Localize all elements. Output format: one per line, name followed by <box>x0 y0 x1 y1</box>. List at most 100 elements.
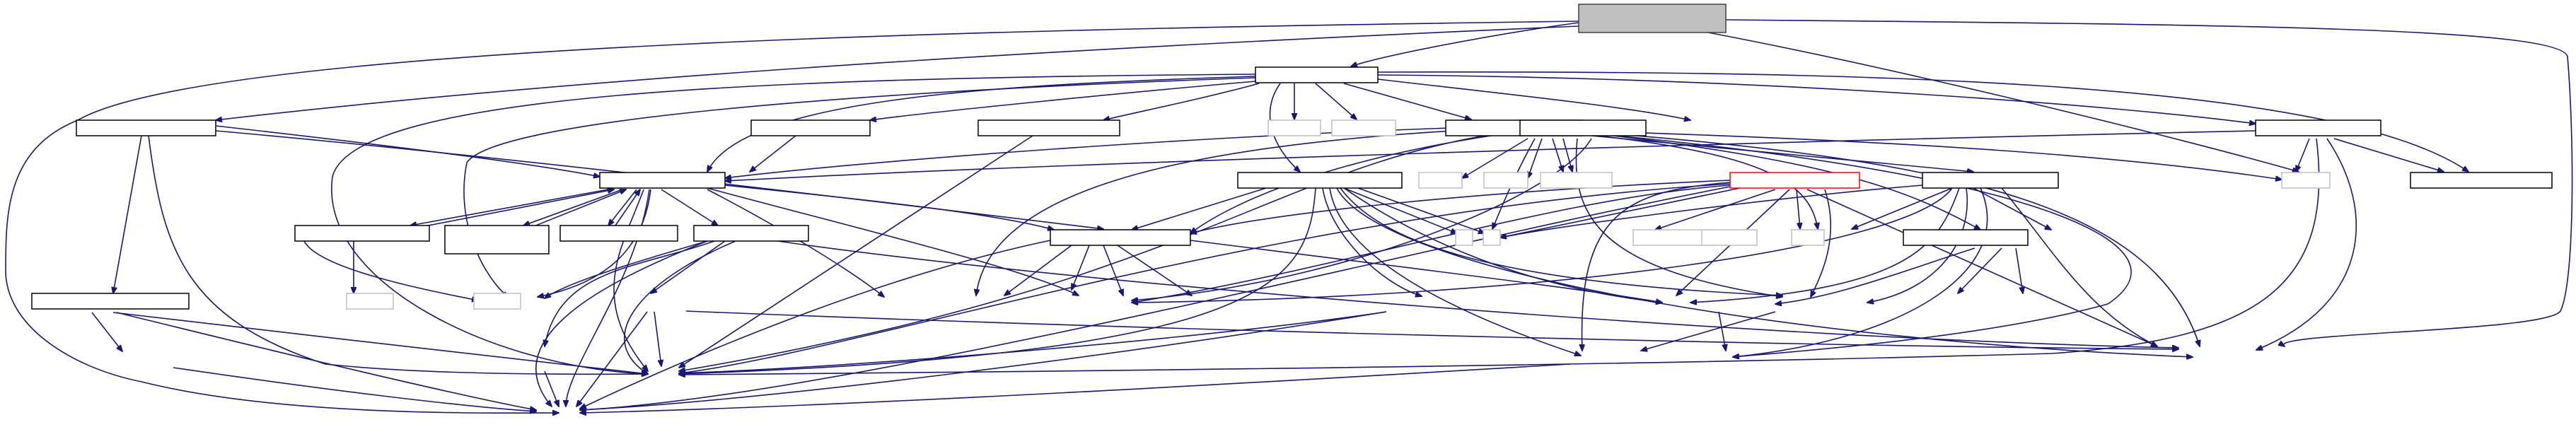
edge-hd-kernel <box>580 311 1387 410</box>
edge-ts-ostream <box>1132 138 1592 300</box>
edge-ts-iomanip <box>1462 138 1528 178</box>
node-typeinfo[interactable] <box>473 293 521 310</box>
edge-iopaque-string <box>112 312 648 374</box>
node-commonparsers[interactable] <box>1237 172 1403 189</box>
edge-ts-serializestl <box>1591 135 1973 172</box>
edge-ievtsel-string <box>148 135 648 374</box>
node-set[interactable] <box>1455 229 1473 246</box>
edge-property-typeinfo <box>463 77 1256 297</box>
edge-cp-histodef <box>1322 187 1422 296</box>
edge-property-inputdata <box>1103 83 1260 120</box>
edge-root-kernel <box>77 21 1579 121</box>
node-iostream[interactable] <box>2281 172 2331 189</box>
edge-cp-map <box>1329 187 1581 356</box>
edge-sc-functional <box>1117 245 1192 296</box>
node-atomic[interactable] <box>346 293 394 310</box>
node-iopaqueaddress[interactable] <box>31 293 190 310</box>
edge-maph-map <box>1718 311 1726 351</box>
edge-cp-mapfile <box>1340 187 1782 296</box>
edge-iinterface-ostream <box>707 187 1079 296</box>
node-list[interactable] <box>1483 229 1501 246</box>
edge-system-vector <box>777 240 2178 348</box>
edge-ts-map <box>1601 134 2132 357</box>
edge-ts-mapfile <box>1575 138 1782 297</box>
node-statuscode[interactable] <box>1050 229 1191 246</box>
node-extend-interfaces[interactable] <box>444 225 550 255</box>
edge-property-propertyfwd <box>1377 71 2468 172</box>
node-smartif[interactable] <box>750 119 871 136</box>
edge-mapbase-kernel <box>580 363 1571 413</box>
node-implements[interactable] <box>294 225 430 242</box>
edge-hd-string <box>679 311 1387 373</box>
edge-vm-ostream <box>1132 185 1731 303</box>
edge-sstl-hashmap <box>1973 187 2051 230</box>
edge-iinterface-string <box>613 189 648 371</box>
node-inputdata[interactable] <box>977 119 1120 136</box>
node-system[interactable] <box>693 225 809 242</box>
edge-ip-propertyfwd <box>2333 138 2444 172</box>
edge-ievtsel-iopaque <box>113 135 142 293</box>
edge-ts-vectormap <box>1562 138 1572 172</box>
edge-iinterface-system <box>661 189 718 226</box>
node-vectormap[interactable] <box>1729 172 1860 189</box>
edge-sstl-vector <box>2001 187 2157 346</box>
edge-vm-statuscode <box>1190 180 1731 233</box>
edge-vm-initializer <box>1655 189 1776 230</box>
edge-iinterface-extendif <box>523 189 623 226</box>
edge-sc-boost <box>1072 245 1090 290</box>
edge-ts-unordered_set <box>1552 138 1563 172</box>
edge-classid-kernel <box>173 367 536 411</box>
node-algorithm[interactable] <box>1701 229 1758 246</box>
node-ievtselector[interactable] <box>76 119 216 136</box>
edge-cp-list <box>1357 187 1485 233</box>
edge-property-string <box>331 74 1256 374</box>
node-extends[interactable] <box>559 225 678 242</box>
edge-ts-iostream <box>1601 131 2282 180</box>
edge-iopaque-kernel <box>116 312 536 410</box>
edge-ts-sstream <box>1528 138 1543 178</box>
edge-root-kernel-2 <box>5 119 559 413</box>
node-iinterface[interactable] <box>599 172 726 189</box>
node-hashmap[interactable] <box>1903 229 2029 246</box>
node-tostream[interactable] <box>1519 119 1647 136</box>
edge-implements-typeinfo <box>303 240 478 300</box>
edge-smartif-iinterface <box>750 135 796 172</box>
edge-iinterface-statuscode <box>724 185 1054 230</box>
edge-sstl-utility <box>1690 187 1960 303</box>
edge-timing-kernel <box>544 370 559 406</box>
node-serializestl[interactable] <box>1922 172 2059 189</box>
node-stdexcept[interactable] <box>1267 119 1321 136</box>
edge-vm-list <box>1500 187 1741 238</box>
edge-vm-algorithm <box>1796 189 1800 229</box>
edge-sstl-map <box>1733 187 1988 357</box>
edge-system-timing <box>545 240 715 346</box>
edge-iinterface-typetraits <box>707 189 884 297</box>
node-unordered-set[interactable] <box>1540 172 1613 189</box>
edge-vm-mapfile <box>1811 189 1832 297</box>
edge-sc-kernel <box>580 240 1051 409</box>
edge-property-iinterface <box>707 76 1256 172</box>
edge-system-string <box>624 240 736 374</box>
edge-sstl-ostream <box>1132 187 1953 303</box>
node-string-view[interactable] <box>1331 119 1396 136</box>
node-iproperty[interactable] <box>2255 119 2381 136</box>
edge-hm-unordered_map <box>2015 247 2023 293</box>
edge-cp-string <box>679 187 1316 374</box>
edge-moduleinfo-string <box>654 311 661 366</box>
edge-moduleinfo-vector <box>685 310 2178 349</box>
node-propertyfwd[interactable] <box>2410 172 2553 189</box>
edge-system-moduleinfo <box>651 240 726 293</box>
edge-ip-iostream <box>2296 138 2310 172</box>
edge-property-tostream <box>1377 78 1690 120</box>
edge-ts-list <box>1492 138 1536 229</box>
edge-iinterface-extends <box>608 189 637 226</box>
edge-ip-string <box>679 138 2320 375</box>
node-eventselectordatastream[interactable] <box>1578 4 1727 33</box>
node-array[interactable] <box>1791 229 1825 246</box>
node-property[interactable] <box>1255 66 1379 83</box>
node-iomanip[interactable] <box>1418 172 1463 189</box>
edge-root-iostream <box>1707 32 2299 172</box>
node-sstream[interactable] <box>1483 172 1528 189</box>
edge-implements-iinterface <box>417 189 614 228</box>
edge-vm-kernel <box>580 186 1731 410</box>
